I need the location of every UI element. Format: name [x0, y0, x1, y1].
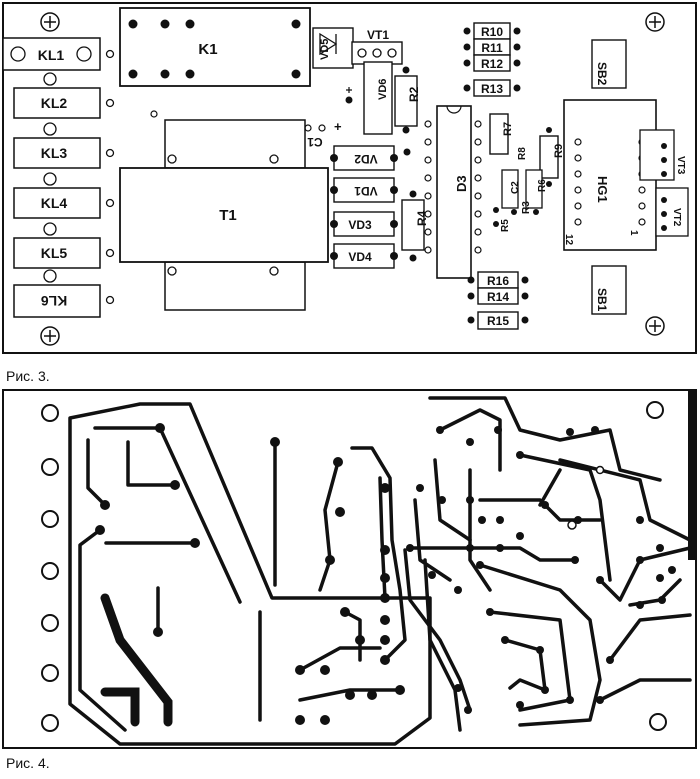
chip-label-d3: D3: [454, 175, 469, 192]
resistor-label-r9: R9: [553, 144, 565, 158]
resistor-label-r12: R12: [481, 57, 503, 71]
terminal-label-kl5: KL5: [41, 245, 68, 261]
transistor-label-vt1: VT1: [367, 28, 389, 42]
board-outline-top: [2, 2, 697, 354]
diode-label-vd4: VD4: [348, 250, 372, 264]
terminal-label-kl3: KL3: [41, 145, 68, 161]
terminal-pads: [41, 404, 59, 732]
terminal-blocks: KL1 KL2 KL3 KL4 KL5 KL6: [2, 37, 115, 318]
zener-vd6-area: VD6 R2: [345, 61, 421, 156]
button-label-sb1: SB1: [595, 288, 609, 312]
resistors-bottom-row: R16 R14 R15: [467, 271, 529, 330]
terminal-label-kl1: KL1: [38, 47, 65, 63]
small-label-vt3: VT3: [675, 156, 686, 175]
figure-3-component-layout: KL1 KL2 KL3 KL4 KL5 KL6 K1 T1: [2, 2, 697, 354]
button-label-sb2: SB2: [595, 62, 609, 86]
zener-label: VD6: [377, 79, 389, 100]
track-pads: [95, 423, 676, 725]
diode-label-vd2: VD2: [354, 152, 378, 166]
resistor-label-r7: R7: [502, 122, 514, 136]
figure-4-caption: Рис. 4.: [6, 755, 50, 771]
small-label-c2: C2: [510, 181, 521, 194]
capacitor-c1: + C1: [304, 119, 342, 149]
resistor-label-r13: R13: [481, 82, 503, 96]
relay-k1: K1: [119, 7, 311, 87]
resistor-label-r16: R16: [487, 274, 509, 288]
resistor-label-r2: R2: [407, 86, 421, 102]
resistor-label-r8: R8: [517, 147, 528, 160]
diode-bridge: VD2 VD1 VD3 VD4: [330, 145, 398, 269]
small-label-vt2: VT2: [671, 208, 682, 227]
resistor-label-r10: R10: [481, 25, 503, 39]
diode-label-vd1: VD1: [354, 184, 378, 198]
chip-d3: D3: [424, 105, 482, 279]
figure-4-track-layout: [2, 389, 697, 749]
resistor-label-r14: R14: [487, 290, 509, 304]
buttons-sb: SB2 SB1: [591, 39, 627, 315]
heavy-tracks: [100, 593, 173, 727]
figure-3-caption: Рис. 3.: [6, 368, 50, 384]
transformer-t1: T1: [119, 119, 329, 311]
resistors-top-row: R10 R11 R12 R13: [463, 22, 521, 97]
resistor-label-r6: R6: [537, 179, 548, 192]
capacitor-plus: +: [334, 119, 342, 134]
diode-label-vd3: VD3: [348, 218, 372, 232]
terminal-label-kl6: KL6: [41, 293, 68, 309]
display-label: HG1: [595, 176, 610, 203]
transformer-label: T1: [219, 207, 237, 224]
resistor-label-r11: R11: [481, 41, 503, 55]
relay-label: K1: [198, 41, 217, 58]
diode-label-vd5: VD5: [319, 39, 331, 60]
transistors-vt2-vt3: VT3 VT2: [639, 129, 689, 237]
capacitor-label: C1: [307, 135, 323, 149]
resistor-label-r15: R15: [487, 314, 509, 328]
terminal-label-kl2: KL2: [41, 95, 68, 111]
resistors-middle: R7 R9 R8 C2 R6 R3 R5: [489, 113, 565, 232]
terminal-label-kl4: KL4: [41, 195, 68, 211]
resistor-label-r3: R3: [521, 201, 532, 214]
board-outline-bottom: [2, 389, 697, 749]
mounting-holes-top: [40, 12, 665, 346]
display-pin-1: 1: [628, 230, 639, 236]
resistor-label-r5: R5: [500, 219, 511, 232]
display-pin-12: 12: [563, 234, 574, 246]
